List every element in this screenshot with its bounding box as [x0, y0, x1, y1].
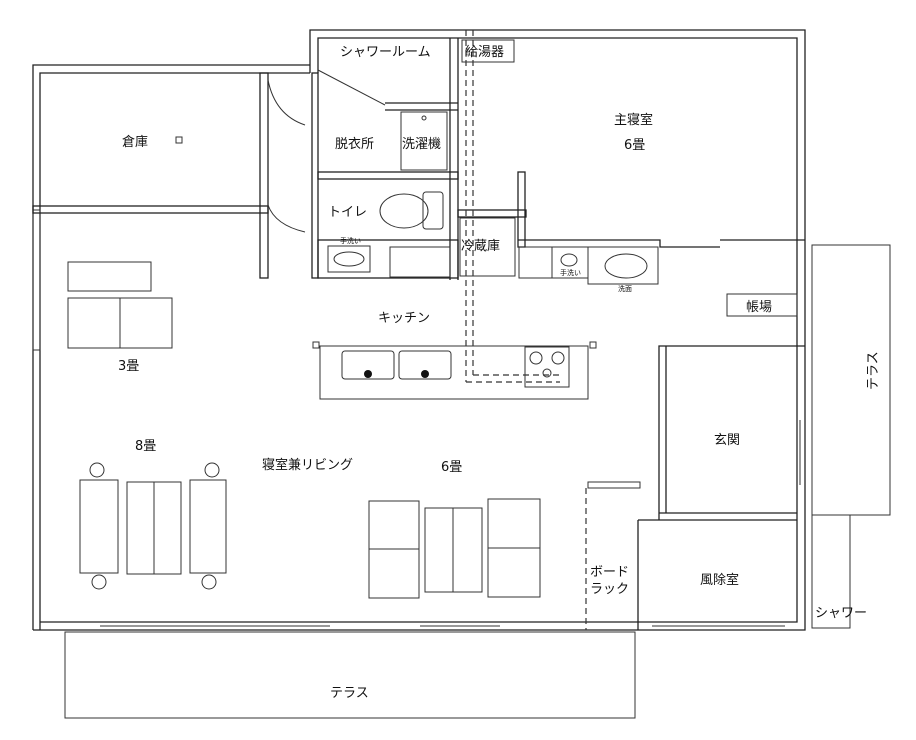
board-rack-label-2: ラック	[590, 582, 629, 597]
board-rack-label-1: ボード	[590, 565, 629, 580]
reception-label: 帳場	[746, 300, 772, 315]
entrance-label: 玄関	[714, 433, 740, 448]
kitchen-utilities: 冷蔵庫 手洗い 洗面	[457, 30, 805, 383]
size-3-label: 3畳	[118, 359, 139, 374]
toilet-label: トイレ	[328, 205, 367, 220]
water-heater-label: 給湯器	[465, 45, 504, 60]
storage-label: 倉庫	[122, 135, 148, 150]
kitchen-counter: キッチン	[312, 311, 597, 400]
dressing-room-label: 脱衣所	[335, 136, 374, 152]
size-6-label: 6畳	[441, 460, 462, 475]
outdoor-shower-label: シャワー	[815, 606, 867, 621]
storage-room: 倉庫	[32, 72, 306, 279]
bed-living-label: 寝室兼リビング	[262, 457, 353, 473]
master-bedroom: 主寝室 6畳 帳場	[614, 112, 798, 317]
size-8-label: 8畳	[135, 439, 156, 454]
living-area: 3畳 8畳 寝室兼リビング 6畳	[67, 261, 541, 599]
master-bedroom-size: 6畳	[624, 138, 645, 153]
terrace-right-label: テラス	[866, 351, 881, 390]
refrigerator-label: 冷蔵庫	[461, 239, 500, 254]
windbreak-room-label: 風除室	[700, 572, 739, 588]
wet-area: シャワールーム 給湯器 脱衣所 洗濯機 トイレ 手洗い	[311, 38, 515, 280]
shower-room-label: シャワールーム	[340, 45, 431, 60]
hand-wash-label-2: 手洗い	[560, 268, 581, 277]
hand-wash-label-1: 手洗い	[340, 236, 361, 245]
washbasin-label: 洗面	[618, 284, 632, 293]
entrance-area: 玄関 ボード ラック 風除室	[585, 345, 805, 630]
terrace-bottom-label: テラス	[330, 686, 369, 701]
kitchen-label: キッチン	[378, 311, 430, 326]
washing-machine-label: 洗濯機	[402, 137, 441, 152]
outer-walls	[32, 29, 806, 631]
master-bedroom-label: 主寝室	[614, 112, 653, 128]
terraces: テラス テラス シャワー	[64, 244, 891, 719]
